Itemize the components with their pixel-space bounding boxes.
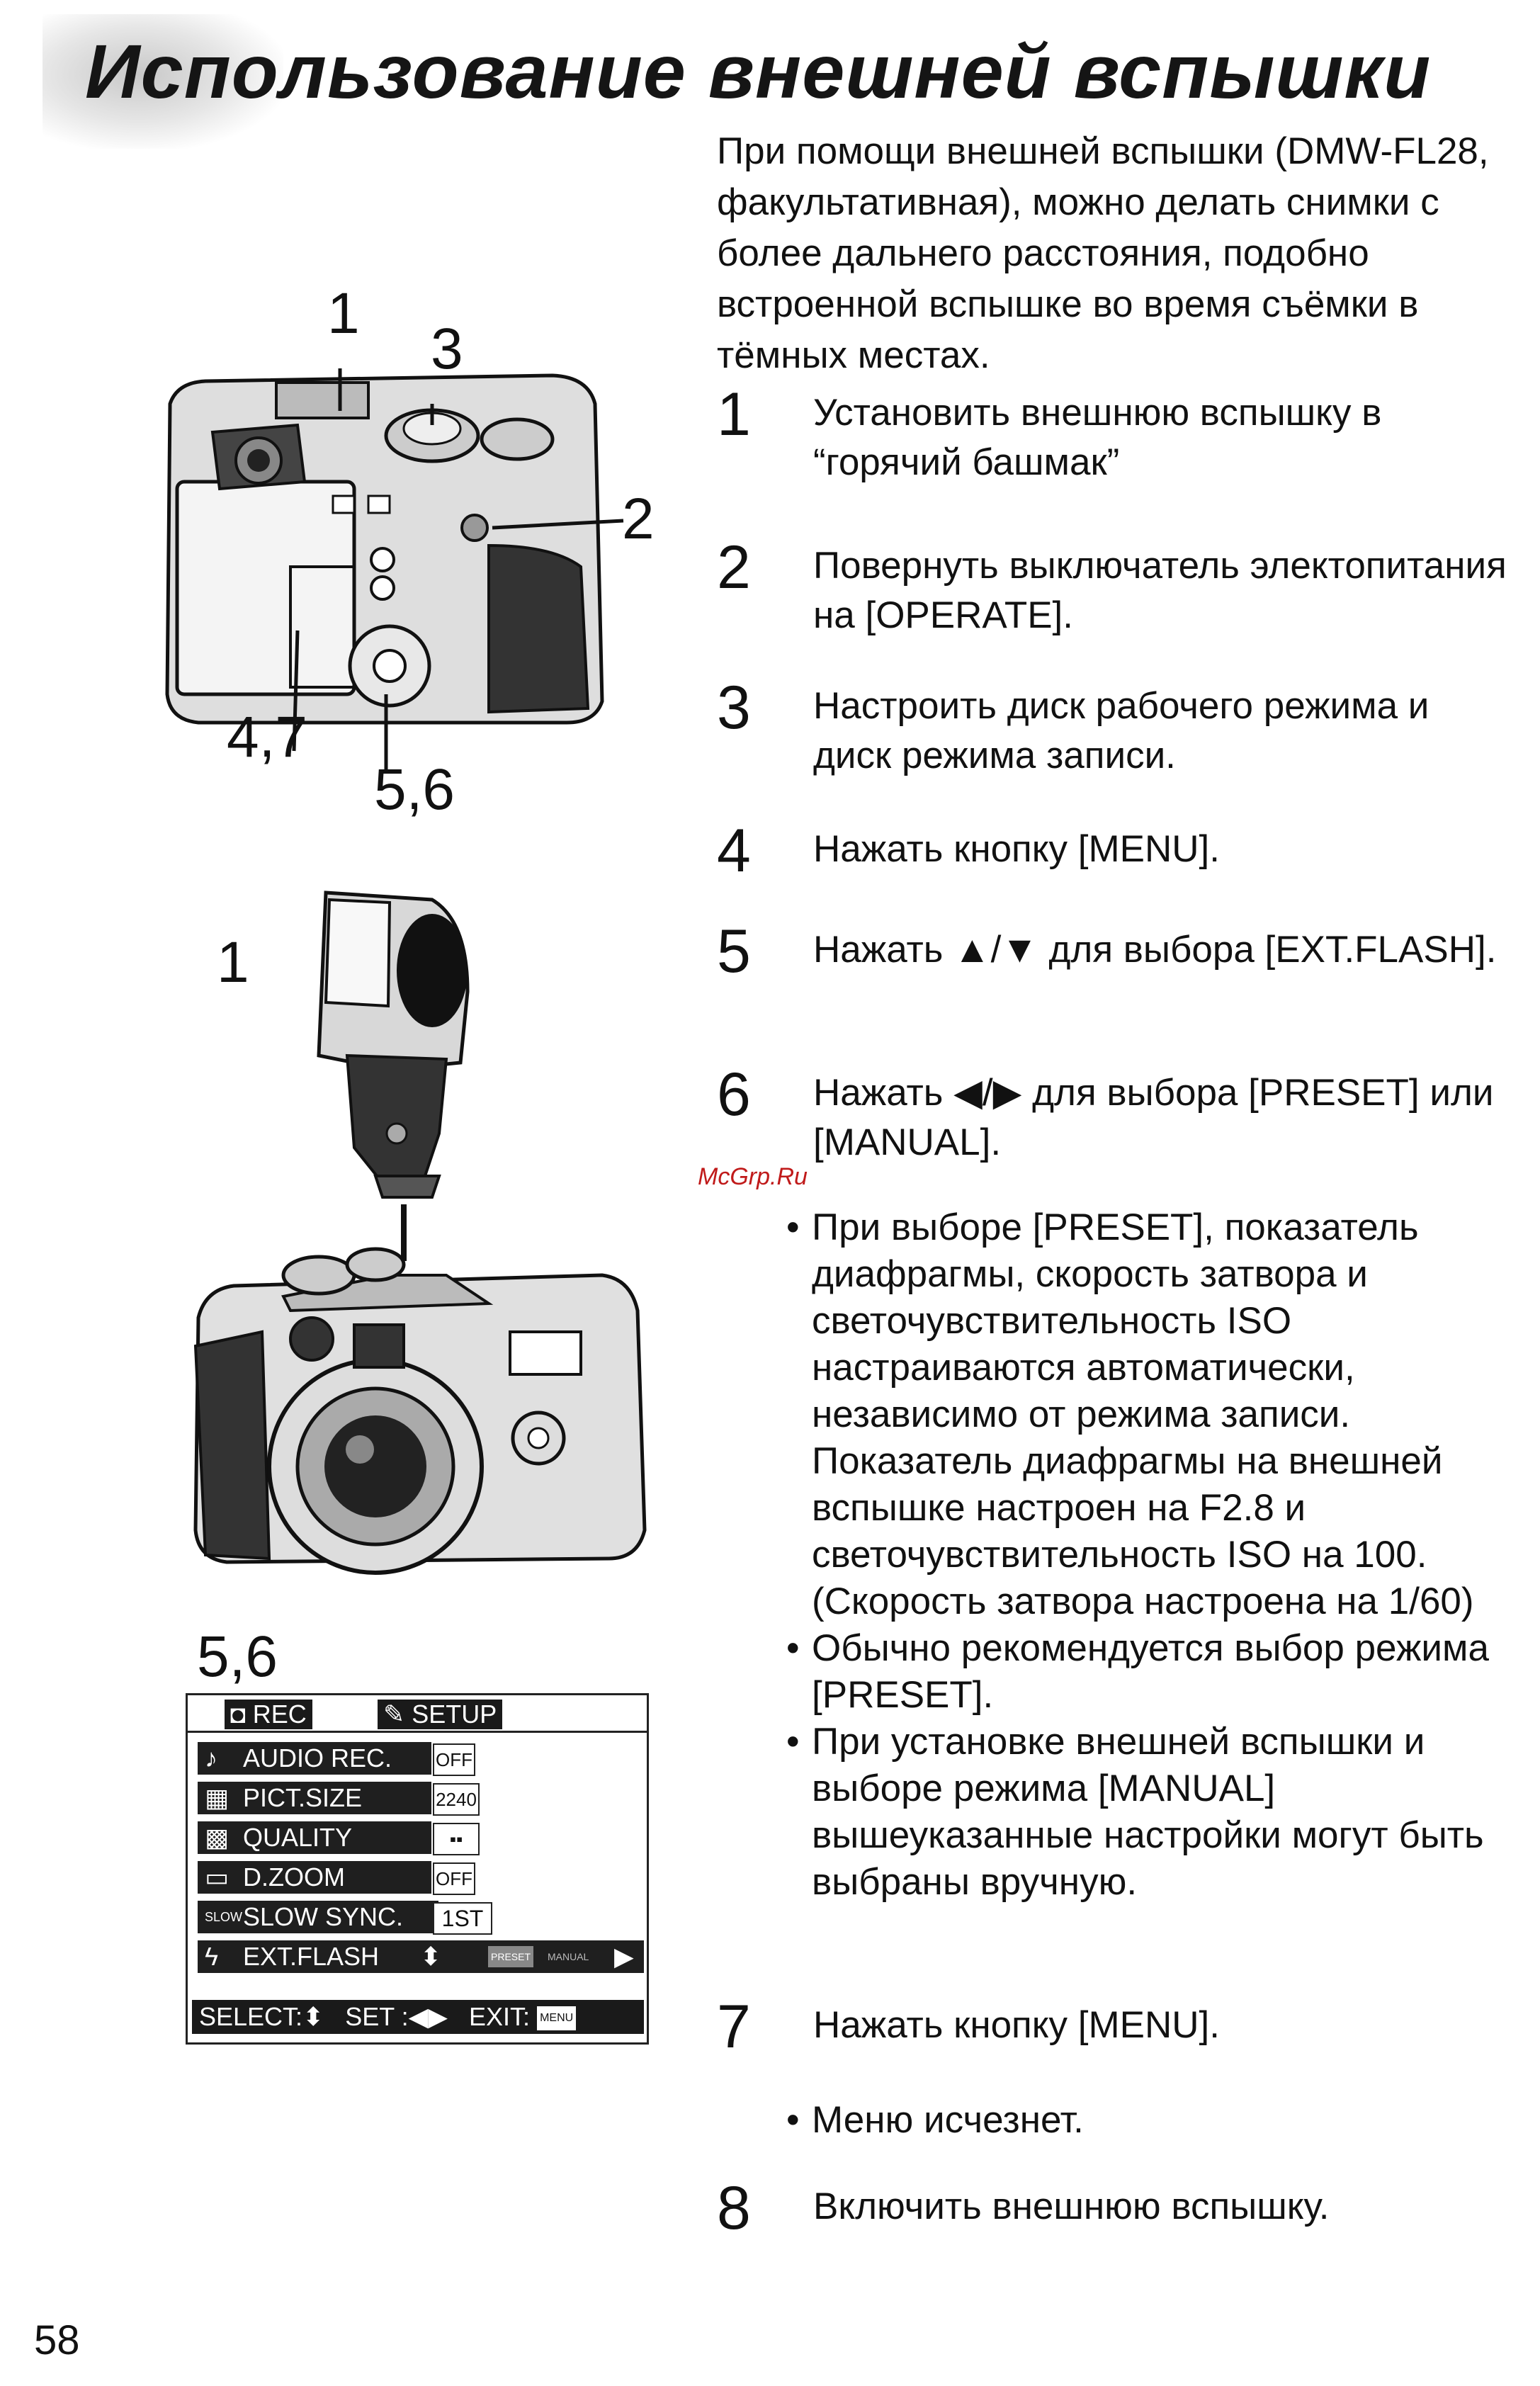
menu-footer: SELECT:⬍ SET :◀▶ EXIT: MENU [192, 2000, 644, 2034]
list-item: При установке внешней вспышки и выборе р… [786, 1719, 1502, 1906]
menu-value-quality: ▪▪ [433, 1823, 480, 1855]
step-number: 8 [717, 2174, 751, 2242]
page-title: Использование внешней вспышки [85, 28, 1432, 114]
step-text: Нажать ▲/▼ для выбора [EXT.FLASH]. [813, 929, 1497, 971]
left-right-icon: ◀▶ [408, 2002, 448, 2031]
step-text: Повернуть выключатель электопитания на [… [813, 545, 1507, 636]
step-number: 2 [717, 533, 751, 601]
title-shade [43, 14, 283, 149]
step-text: Нажать ◀/▶ для выбора [PRESET] или [MANU… [813, 1072, 1494, 1163]
step-number: 1 [717, 380, 751, 448]
step-number: 6 [717, 1061, 751, 1129]
step-text: Установить внешнюю вспышку в “горячий ба… [813, 392, 1382, 483]
menu-row-quality[interactable]: ▩QUALITY [198, 1821, 431, 1854]
microphone-icon: ♪ [205, 1743, 217, 1772]
menu-value-audio-rec: OFF [433, 1743, 475, 1776]
step-text: Нажать кнопку [MENU]. [813, 828, 1220, 870]
wrench-icon: ✎ [383, 1700, 405, 1729]
watermark: McGrp.Ru [698, 1163, 808, 1190]
menu-key-icon: MENU [537, 2006, 577, 2031]
callout-2: 2 [622, 487, 655, 551]
camera-back-illustration [165, 368, 624, 772]
step-text: Нажать кнопку [MENU]. [813, 2004, 1220, 2046]
callout-menu-5-6: 5,6 [197, 1624, 278, 1689]
step-number: 5 [717, 917, 751, 985]
menu-value-slow-sync: 1ST [433, 1902, 492, 1935]
step-number: 3 [717, 674, 751, 742]
quality-icon: ▩ [205, 1823, 230, 1852]
tab-setup[interactable]: ✎ SETUP [378, 1700, 503, 1729]
manual-option[interactable]: MANUAL [548, 1951, 589, 1962]
zoom-icon: ▭ [205, 1862, 230, 1892]
callout-3: 3 [431, 317, 463, 381]
menu-value-d-zoom: OFF [433, 1862, 475, 1895]
callout-5-6: 5,6 [374, 757, 455, 822]
up-down-arrows-icon: ⬍ [420, 1942, 442, 1971]
menu-row-audio-rec[interactable]: ♪AUDIO REC. [198, 1742, 431, 1775]
flash-icon: ϟ [205, 1942, 219, 1971]
step6-notes: При выборе [PRESET], показатель диафрагм… [786, 1204, 1502, 1906]
menu-value-pict-size: 2240 [433, 1783, 480, 1816]
menu-tabs: ◘ REC ✎ SETUP [188, 1695, 647, 1733]
step-text: Включить внешнюю вспышку. [813, 2186, 1330, 2227]
callout-1: 1 [327, 281, 360, 346]
callout-flash-1: 1 [217, 930, 249, 995]
tab-rec[interactable]: ◘ REC [225, 1700, 312, 1729]
menu-row-pict-size[interactable]: ▦PICT.SIZE [198, 1782, 431, 1814]
camera-menu-screen: ◘ REC ✎ SETUP ♪AUDIO REC. OFF ▦PICT.SIZE… [186, 1693, 649, 2045]
callout-4-7: 4,7 [227, 705, 307, 769]
step-number: 4 [717, 817, 751, 885]
list-item: При выборе [PRESET], показатель диафрагм… [786, 1204, 1502, 1625]
step7-notes: Меню исчезнет. [786, 2097, 1502, 2144]
slow-sync-icon: SLOW [205, 1910, 243, 1924]
page-number: 58 [34, 2317, 80, 2363]
flash-camera-illustration [193, 890, 647, 1575]
menu-row-d-zoom[interactable]: ▭D.ZOOM [198, 1861, 431, 1894]
step-text: Настроить диск рабочего режима и диск ре… [813, 685, 1429, 776]
list-item: Обычно рекомендуется выбор режима [PRESE… [786, 1625, 1502, 1719]
camera-icon: ◘ [230, 1700, 246, 1729]
intro-paragraph: При помощи внешней вспышки (DMW-FL28, фа… [717, 130, 1489, 376]
step-number: 7 [717, 1993, 751, 2061]
pict-size-icon: ▦ [205, 1783, 230, 1812]
preset-option[interactable]: PRESET [488, 1946, 534, 1967]
right-arrow-icon: ▶ [614, 1942, 634, 1971]
menu-row-slow-sync[interactable]: SLOWSLOW SYNC. [198, 1901, 438, 1933]
list-item: Меню исчезнет. [786, 2097, 1502, 2144]
up-down-icon: ⬍ [302, 2002, 324, 2031]
